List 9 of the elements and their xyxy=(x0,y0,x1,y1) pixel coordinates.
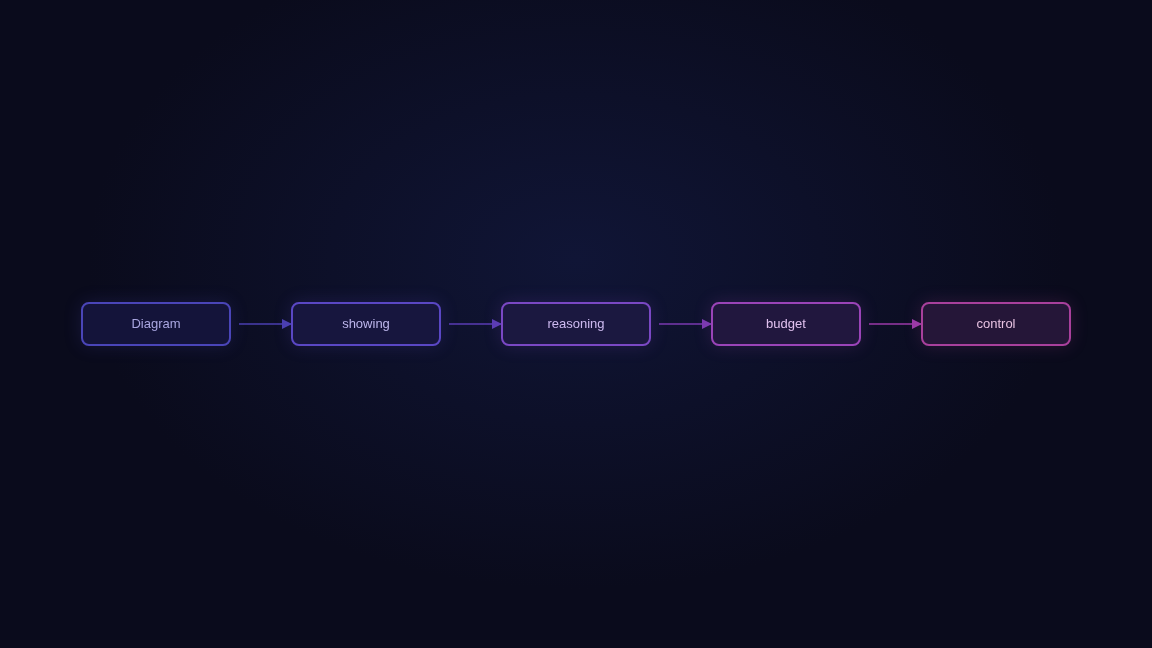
arrow xyxy=(658,319,712,329)
process-box: budget xyxy=(711,302,861,346)
process-box: reasoning xyxy=(501,302,651,346)
arrow xyxy=(448,319,502,329)
arrow xyxy=(238,319,292,329)
process-box: control xyxy=(921,302,1071,346)
process-box: showing xyxy=(291,302,441,346)
process-box: Diagram xyxy=(81,302,231,346)
arrow xyxy=(868,319,922,329)
